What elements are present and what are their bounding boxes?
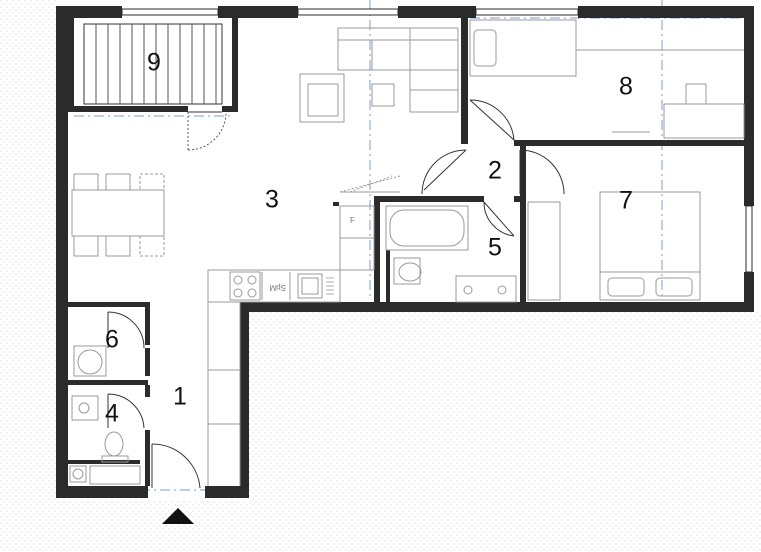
wc-fixtures [69,345,141,485]
room-label-7: 7 [619,187,633,215]
exterior-walls [56,6,754,498]
bedroom-8-furniture [469,19,745,139]
room-label-5: 5 [488,234,502,262]
interior-floor [60,12,750,497]
doors [107,99,565,489]
fridge-label: F [350,216,355,225]
room-label-9: 9 [147,49,161,77]
bathroom-5-fixtures [385,205,517,303]
interior-walls [68,18,744,486]
entrance-triangle-icon [162,508,194,524]
room-label-8: 8 [619,73,633,101]
kitchen: SpM F [207,205,375,486]
room-label-2: 2 [488,157,502,185]
room-label-3: 3 [265,186,279,214]
dishwasher-label: SpM [269,283,286,292]
room-label-4: 4 [105,400,119,428]
bedroom-7-furniture [527,191,701,301]
living-furniture [71,27,459,257]
room-label-1: 1 [173,383,187,411]
room-labels: 1 2 3 4 5 6 7 8 9 [105,49,633,428]
room-label-6: 6 [105,326,119,354]
balcony-9 [68,18,238,151]
